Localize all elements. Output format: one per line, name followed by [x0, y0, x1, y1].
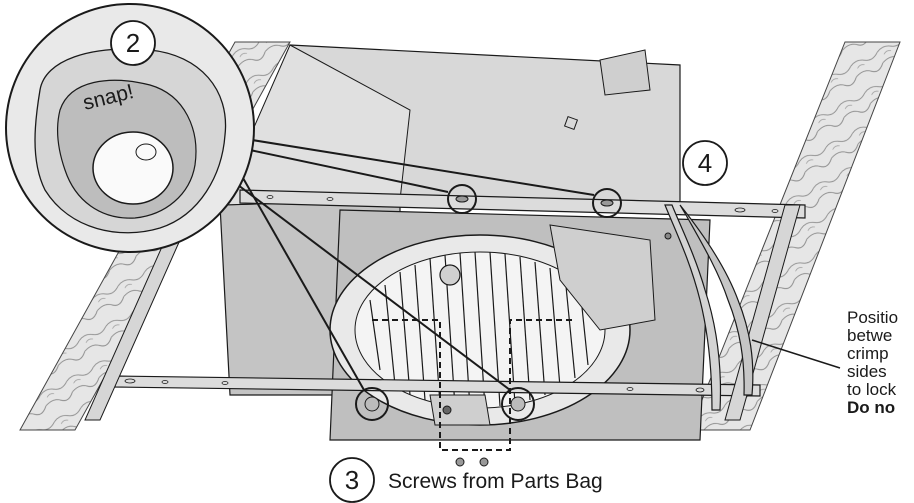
step-4-number: 4	[698, 148, 712, 178]
magnifier-leader-lines	[237, 139, 595, 391]
step-2-badge: 2	[110, 20, 156, 66]
screw-hole-left	[355, 387, 389, 421]
step-4-badge: 4	[682, 140, 728, 186]
side-note: Positio betwe crimp sides to lock Do no	[847, 309, 914, 417]
note-pointer-line	[751, 339, 841, 369]
side-note-line-3: crimp	[847, 344, 889, 363]
side-note-warning: Do no	[847, 398, 896, 417]
side-note-line-5: to lock	[847, 380, 897, 399]
step-2-number: 2	[126, 28, 140, 58]
pliers-tool	[664, 204, 754, 411]
blower-wheel	[329, 224, 656, 426]
screws-caption: Screws from Parts Bag	[388, 470, 603, 493]
screws-dashed-callout	[372, 319, 572, 451]
side-note-line-1: Positio	[847, 308, 899, 327]
side-note-line-4: sides	[847, 362, 887, 381]
snap-tab-left	[447, 184, 477, 214]
bottom-brackets	[429, 394, 491, 426]
loose-screws	[455, 457, 489, 467]
wheel-blades	[369, 251, 589, 409]
screw-hole-right	[501, 387, 535, 421]
snap-tab-right	[592, 188, 622, 218]
mounting-bar-top	[239, 189, 806, 219]
snap-detail-magnifier: snap!	[5, 3, 255, 253]
side-note-line-2: betwe	[847, 326, 893, 345]
step-3-number: 3	[345, 465, 359, 495]
step-3-badge: 3	[329, 457, 375, 503]
